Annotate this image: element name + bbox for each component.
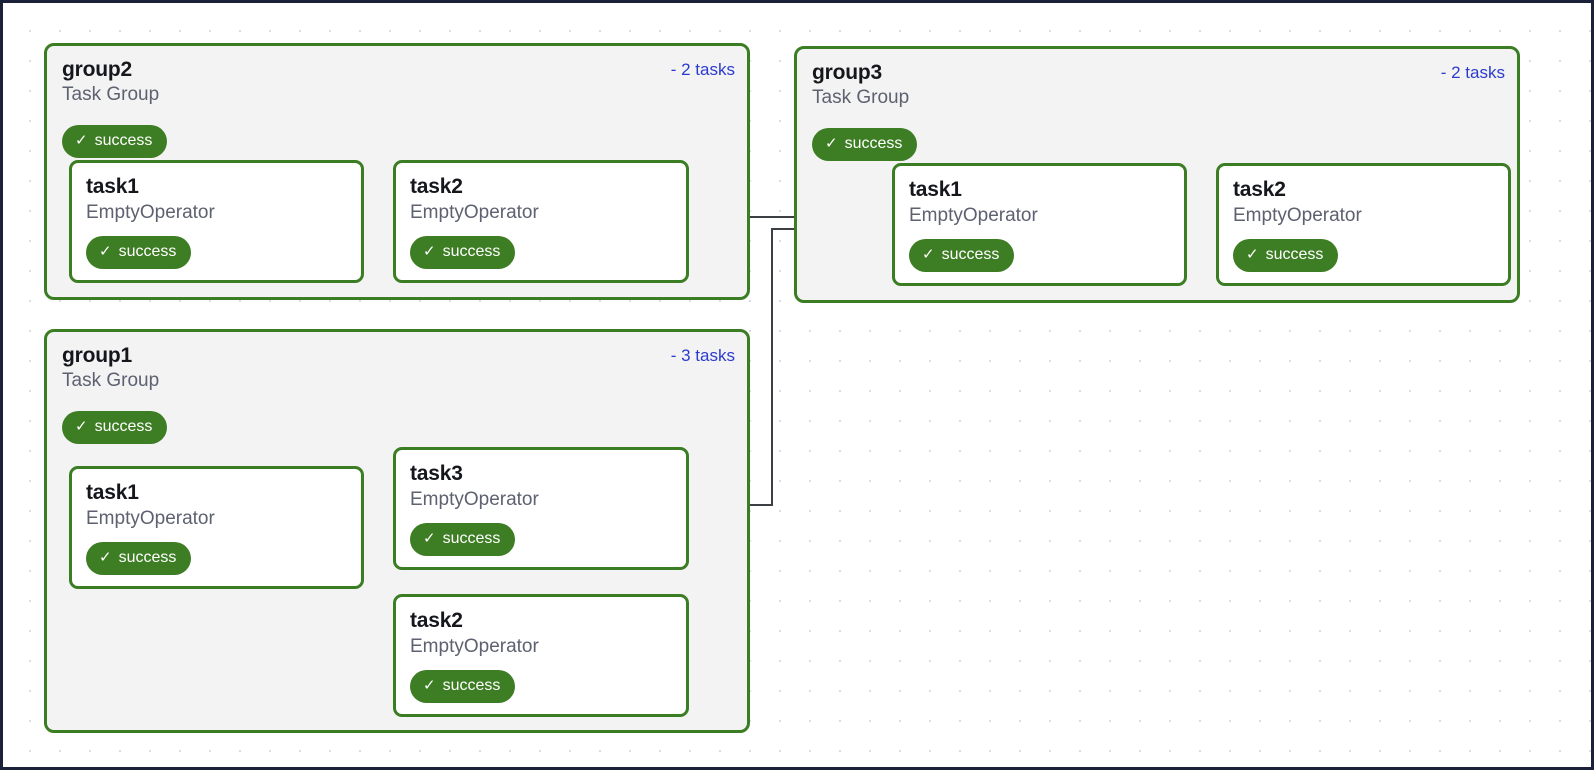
group2-task2-title: task2 [410,175,463,198]
check-icon: ✓ [75,417,88,435]
group2-status-label: success [94,132,153,149]
group2-task1-operator: EmptyOperator [86,202,215,223]
group3-status-badge: ✓ success [812,128,918,161]
group1-task2-status-badge: ✓ success [410,670,516,703]
group3-task-count-link[interactable]: - 2 tasks [1440,63,1505,82]
task-group-group2[interactable]: group2 Task Group - 2 tasks ✓ success ta… [44,43,750,300]
group1-title: group1 [62,344,132,367]
group1-task1-status-badge: ✓ success [86,542,192,575]
group1-subtitle: Task Group [62,370,160,391]
task-node-group2-task2[interactable]: task2 EmptyOperator ✓ success [393,160,689,283]
group1-task3-operator: EmptyOperator [410,489,539,510]
group2-task-count-link[interactable]: - 2 tasks [670,60,735,79]
task-group-group1[interactable]: group1 Task Group - 3 tasks ✓ success ta… [44,329,750,733]
check-icon: ✓ [423,242,436,260]
group1-task2-title: task2 [410,609,463,632]
task-node-group1-task1[interactable]: task1 EmptyOperator ✓ success [69,466,364,589]
group3-task2-status-badge: ✓ success [1233,239,1339,272]
check-icon: ✓ [423,676,436,694]
group3-task2-status-label: success [1265,246,1324,263]
group3-task1-status-badge: ✓ success [909,239,1015,272]
task-node-group3-task2[interactable]: task2 EmptyOperator ✓ success [1216,163,1511,286]
check-icon: ✓ [922,245,935,263]
task-node-group3-task1[interactable]: task1 EmptyOperator ✓ success [892,163,1187,286]
check-icon: ✓ [99,548,112,566]
group1-task3-status-label: success [442,530,501,547]
group3-task2-title: task2 [1233,178,1286,201]
check-icon: ✓ [825,134,838,152]
check-icon: ✓ [99,242,112,260]
group3-subtitle: Task Group [812,87,910,108]
group1-task3-status-badge: ✓ success [410,523,516,556]
group3-task1-title: task1 [909,178,962,201]
group2-task2-status-badge: ✓ success [410,236,516,269]
task-node-group1-task2[interactable]: task2 EmptyOperator ✓ success [393,594,689,717]
group3-task2-operator: EmptyOperator [1233,205,1362,226]
task-node-group1-task3[interactable]: task3 EmptyOperator ✓ success [393,447,689,570]
group2-subtitle: Task Group [62,84,160,105]
group3-task1-operator: EmptyOperator [909,205,1038,226]
group1-status-label: success [94,418,153,435]
task-group-group3[interactable]: group3 Task Group - 2 tasks ✓ success ta… [794,46,1520,303]
group1-status-badge: ✓ success [62,411,168,444]
group1-task3-title: task3 [410,462,463,485]
group2-task1-status-badge: ✓ success [86,236,192,269]
check-icon: ✓ [1246,245,1259,263]
group2-task1-status-label: success [118,243,177,260]
group2-header: group2 Task Group - 2 tasks [62,57,735,107]
group3-status-label: success [844,135,903,152]
group1-task1-status-label: success [118,549,177,566]
group2-task2-operator: EmptyOperator [410,202,539,223]
group2-task1-title: task1 [86,175,139,198]
group1-task1-operator: EmptyOperator [86,508,215,529]
group3-header: group3 Task Group - 2 tasks [812,60,1505,110]
group1-task2-operator: EmptyOperator [410,636,539,657]
group1-task1-title: task1 [86,481,139,504]
check-icon: ✓ [423,529,436,547]
group2-status-badge: ✓ success [62,125,168,158]
group3-title: group3 [812,61,882,84]
group2-title: group2 [62,58,132,81]
group1-task2-status-label: success [442,677,501,694]
group3-task1-status-label: success [941,246,1000,263]
task-node-group2-task1[interactable]: task1 EmptyOperator ✓ success [69,160,364,283]
group2-task2-status-label: success [442,243,501,260]
check-icon: ✓ [75,131,88,149]
group1-header: group1 Task Group - 3 tasks [62,343,735,393]
group1-task-count-link[interactable]: - 3 tasks [670,346,735,365]
